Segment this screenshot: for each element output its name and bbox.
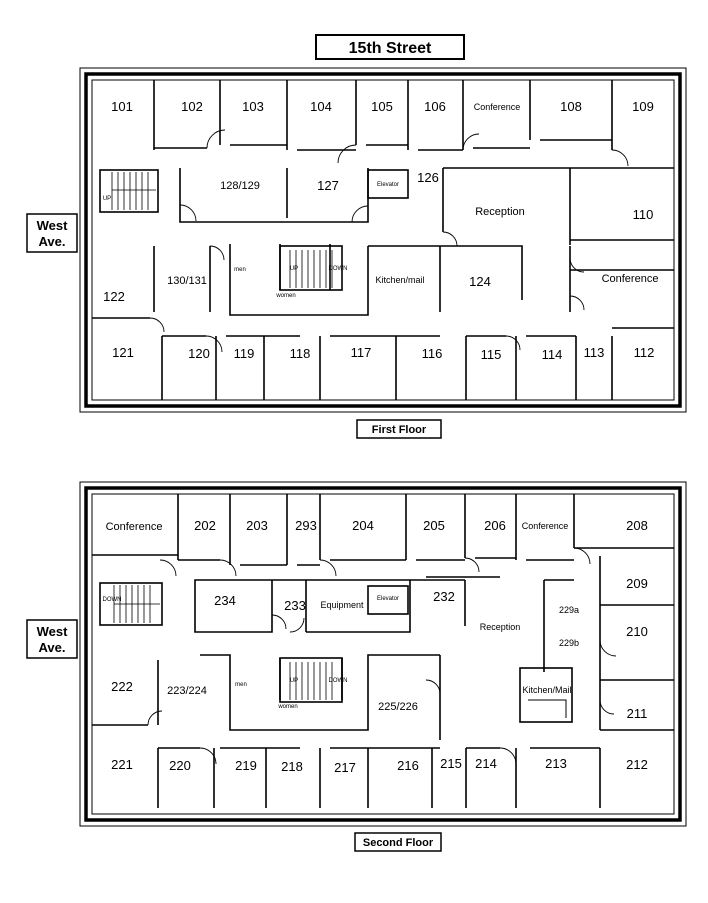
room-104: 104 — [310, 99, 332, 114]
second-floor-caption: Second Floor — [363, 837, 434, 849]
room-conference-1a: Conference — [474, 102, 521, 112]
room-113: 113 — [584, 345, 605, 360]
room-102: 102 — [181, 99, 203, 114]
room-204: 204 — [352, 518, 374, 533]
room-103: 103 — [242, 99, 264, 114]
first-floor-outer-wall — [84, 72, 682, 408]
street-label: 15th Street — [349, 40, 432, 57]
room-130-131: 130/131 — [167, 275, 207, 287]
west-ave-box-2 — [26, 619, 78, 659]
second-floor-caption-box — [354, 832, 442, 852]
room-203: 203 — [246, 518, 268, 533]
room-213: 213 — [545, 756, 567, 771]
room-elevator-1: Elevator — [377, 182, 399, 188]
room-208: 208 — [626, 518, 648, 533]
room-equipment: Equipment — [320, 600, 364, 610]
room-116: 116 — [422, 346, 443, 361]
stair-down-center-1: DOWN — [329, 266, 348, 272]
room-106: 106 — [424, 99, 446, 114]
room-210: 210 — [626, 624, 648, 639]
room-reception-1: Reception — [475, 206, 525, 218]
second-floor-outer-wall — [84, 486, 682, 822]
stair-up-west-1: UP — [103, 196, 111, 202]
room-108: 108 — [560, 99, 582, 114]
first-floor-plan: 101 102 103 104 105 106 Conference 108 1… — [79, 67, 687, 413]
restroom-men-1: men — [234, 267, 246, 273]
room-216: 216 — [397, 758, 419, 773]
room-202: 202 — [194, 518, 216, 533]
room-215: 215 — [440, 756, 462, 771]
room-109: 109 — [632, 99, 654, 114]
room-112: 112 — [634, 345, 655, 360]
room-101: 101 — [111, 99, 133, 114]
room-214: 214 — [475, 756, 497, 771]
west-ave-box-1 — [26, 213, 78, 253]
room-conference-1b: Conference — [602, 273, 659, 285]
room-elevator-2: Elevator — [377, 596, 399, 602]
room-219: 219 — [235, 758, 257, 773]
room-233: 233 — [284, 598, 306, 613]
room-reception-2: Reception — [480, 622, 521, 632]
room-126: 126 — [417, 170, 439, 185]
first-floor-caption-box — [356, 419, 442, 439]
room-212: 212 — [626, 757, 648, 772]
room-110: 110 — [633, 207, 654, 222]
restroom-men-2: men — [235, 682, 247, 688]
room-121: 121 — [112, 345, 134, 360]
stair-down-center-2: DOWN — [329, 678, 348, 684]
room-127: 127 — [317, 178, 339, 193]
stair-up-center-1: UP — [290, 266, 298, 272]
room-221: 221 — [111, 757, 133, 772]
room-118: 118 — [290, 346, 311, 361]
stair-up-center-2: UP — [290, 678, 298, 684]
room-217: 217 — [334, 760, 356, 775]
room-225-226: 225/226 — [378, 701, 418, 713]
room-293: 293 — [295, 518, 317, 533]
room-229a: 229a — [559, 605, 579, 615]
room-conference-2b: Conference — [522, 521, 569, 531]
street-label-box — [315, 34, 465, 60]
room-209: 209 — [626, 576, 648, 591]
room-kitchen-mail-1: Kitchen/mail — [375, 275, 424, 285]
room-115: 115 — [481, 347, 502, 362]
room-124: 124 — [469, 274, 491, 289]
west-ave-line2-2: Ave. — [39, 640, 66, 655]
room-conference-2a: Conference — [106, 521, 163, 533]
room-kitchen-mail-2: Kitchen/Mail — [522, 685, 571, 695]
room-220: 220 — [169, 758, 191, 773]
west-ave-line2-1: Ave. — [39, 234, 66, 249]
first-floor-caption: First Floor — [372, 424, 427, 436]
room-229b: 229b — [559, 638, 579, 648]
room-119: 119 — [234, 346, 255, 361]
room-120: 120 — [188, 346, 210, 361]
room-117: 117 — [351, 345, 372, 360]
room-223-224: 223/224 — [167, 685, 207, 697]
west-ave-line1-1: West — [37, 218, 68, 233]
room-105: 105 — [371, 99, 393, 114]
restroom-women-1: women — [275, 293, 295, 299]
room-211: 211 — [627, 706, 648, 721]
stair-down-west-2: DOWN — [103, 597, 122, 603]
room-234: 234 — [214, 593, 236, 608]
room-206: 206 — [484, 518, 506, 533]
second-floor-plan: Conference 202 203 293 204 205 206 Confe… — [79, 481, 687, 827]
room-218: 218 — [281, 759, 303, 774]
room-114: 114 — [542, 347, 563, 362]
room-205: 205 — [423, 518, 445, 533]
west-ave-line1-2: West — [37, 624, 68, 639]
room-128-129: 128/129 — [220, 180, 260, 192]
restroom-women-2: women — [277, 704, 297, 710]
room-122: 122 — [103, 289, 125, 304]
room-232: 232 — [433, 589, 455, 604]
room-222: 222 — [111, 679, 133, 694]
